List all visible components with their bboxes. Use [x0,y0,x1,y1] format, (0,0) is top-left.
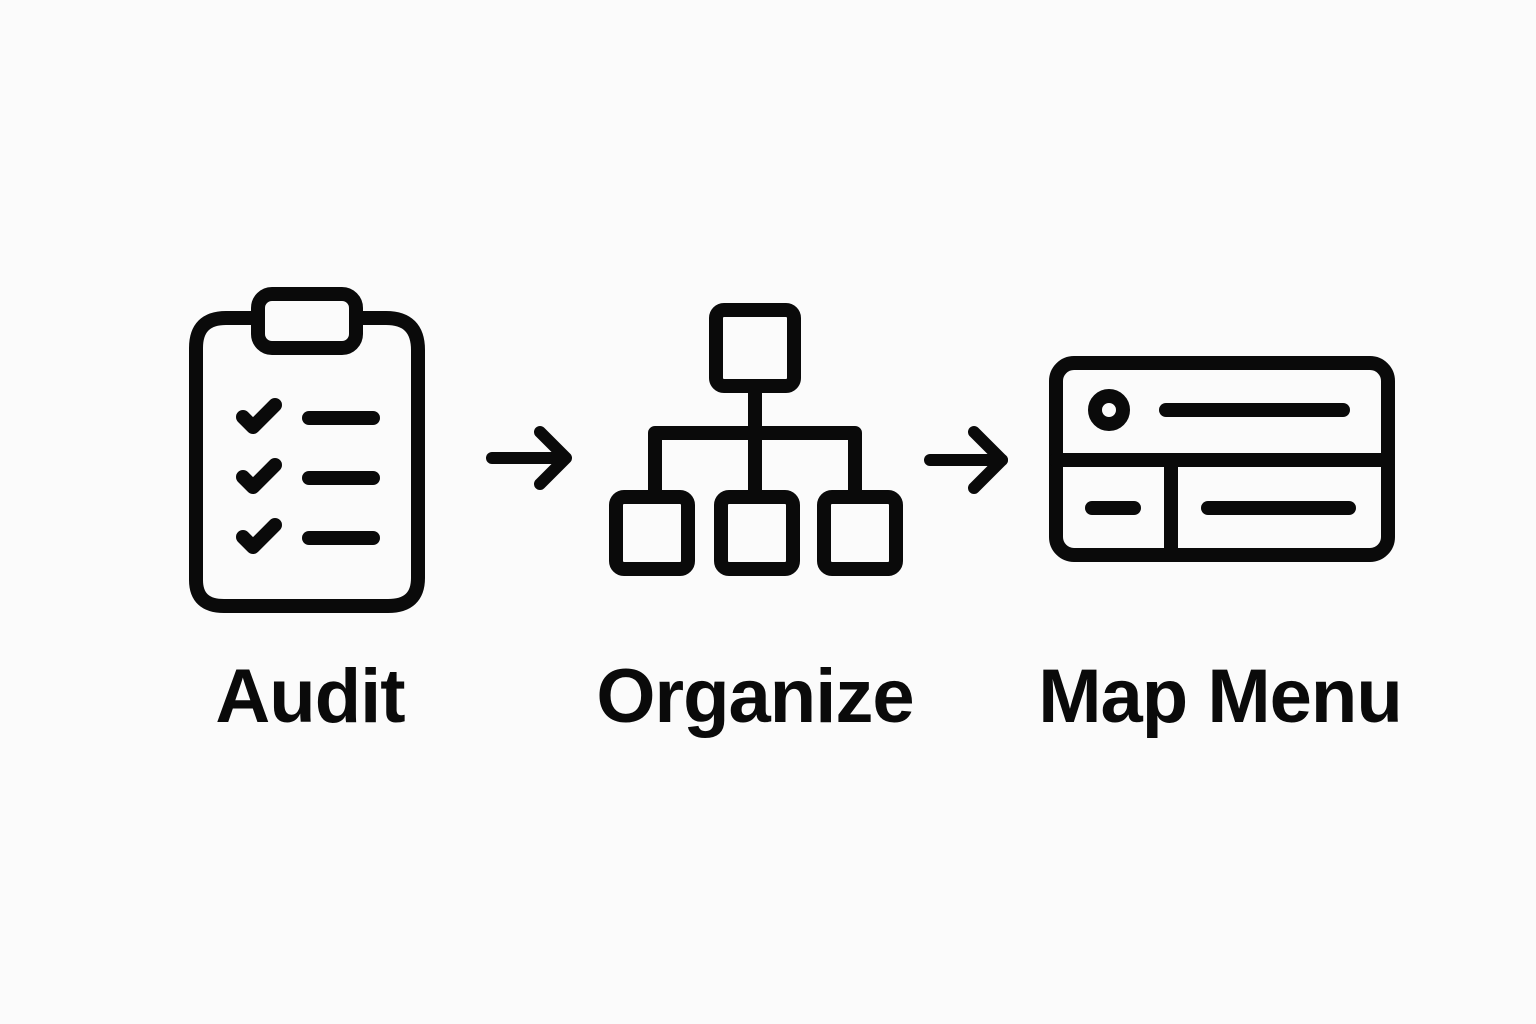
step-label-map-menu: Map Menu [1038,654,1403,739]
step-label-audit: Audit [215,654,405,739]
hierarchy-sitemap-icon [600,295,910,585]
arrow-right-icon [480,420,580,500]
step-label-organize: Organize [596,654,914,739]
clipboard-checklist-icon [180,280,440,620]
arrow-right-icon [918,420,1018,500]
menu-layout-icon [1040,350,1405,570]
